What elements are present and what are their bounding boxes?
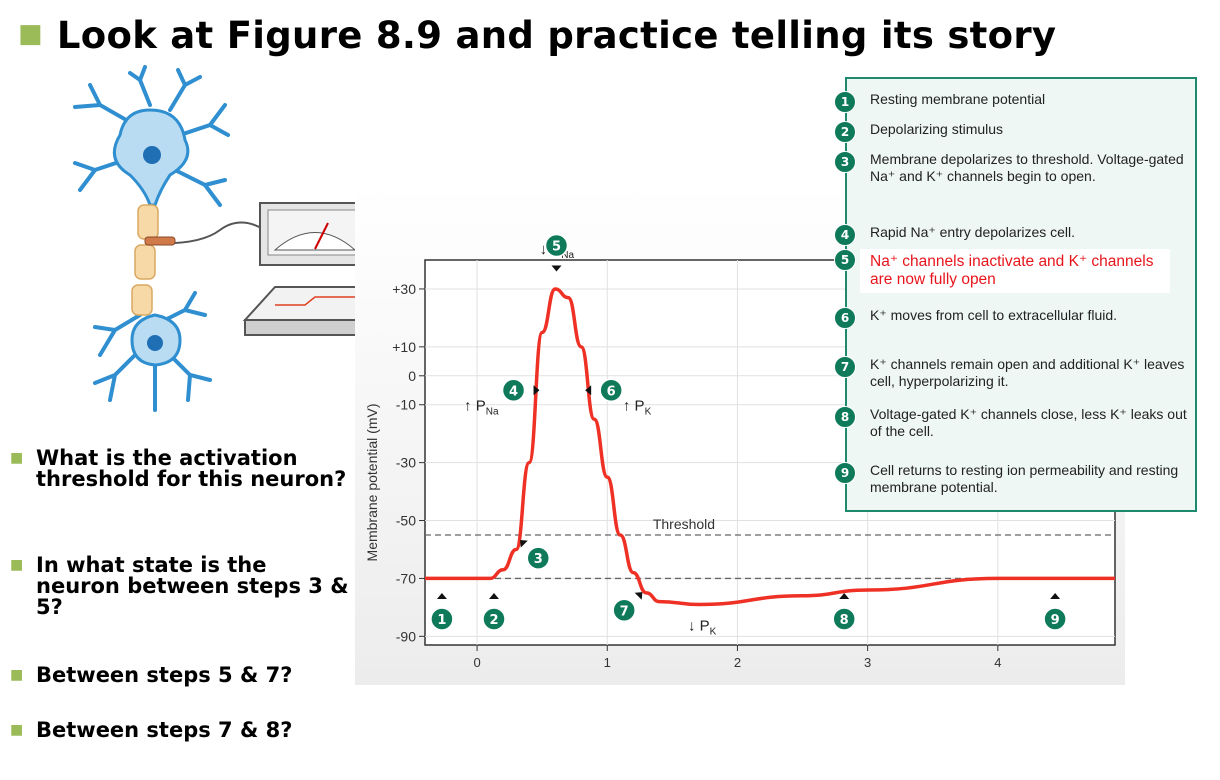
step-marker xyxy=(832,607,856,631)
step-marker xyxy=(544,233,569,258)
legend-item-7: 7 K⁺ channels remain open and additional … xyxy=(834,356,1190,390)
step-marker-label: 4 xyxy=(509,384,518,399)
voltmeter-icon xyxy=(259,202,371,266)
legend-item-6: 6 K⁺ moves from cell to extracellular flu… xyxy=(834,307,1190,329)
step-marker xyxy=(430,607,454,631)
step-marker-label: 8 xyxy=(840,613,849,628)
legend-text: K⁺ moves from cell to extracellular flui… xyxy=(870,307,1118,323)
neuron-nucleus xyxy=(143,146,161,164)
step-legend: 1 Resting membrane potential 2 Depolarizing… xyxy=(834,77,1197,512)
legend-item-3: 3 Membrane depolarizes to threshold. Volt… xyxy=(834,151,1190,185)
marker-arrow xyxy=(634,592,643,600)
legend-text: Depolarizing stimulus xyxy=(870,121,1004,137)
marker-arrow xyxy=(551,265,562,272)
y-tick-label: -90 xyxy=(396,628,416,644)
y-tick-label: -30 xyxy=(396,455,416,471)
y-tick-label: -50 xyxy=(396,513,416,529)
marker-arrow xyxy=(533,385,540,396)
permeability-annotation: ↓ PK xyxy=(688,618,717,638)
question-item: ■Between steps 7 & 8? xyxy=(10,718,293,742)
step-marker-label: 2 xyxy=(489,613,498,628)
step-marker xyxy=(1043,607,1067,631)
step-number-badge: 7 xyxy=(834,356,856,378)
question-text: In what state is the neuron between step… xyxy=(36,553,349,619)
question-text: Between steps 5 & 7? xyxy=(36,663,293,687)
action-potential-curve xyxy=(424,287,1115,607)
permeability-annotation: ↑ PK xyxy=(623,398,652,418)
step-marker xyxy=(599,378,623,403)
y-tick-label: +30 xyxy=(392,281,416,297)
x-tick-label: 1 xyxy=(604,655,611,670)
slide-title-text: Look at Figure 8.9 and practice telling … xyxy=(56,14,1057,57)
marker-arrow xyxy=(520,539,528,548)
y-tick-label: -10 xyxy=(396,397,416,413)
permeability-annotation: ↑ PNa xyxy=(464,398,499,418)
question-item: ■Between steps 5 & 7? xyxy=(10,663,293,687)
step-number-badge: 1 xyxy=(834,91,856,113)
electrode-wire xyxy=(154,221,266,245)
marker-arrow xyxy=(436,592,447,599)
legend-item-1: 1 Resting membrane potential xyxy=(834,91,1190,113)
step-number-badge: 9 xyxy=(834,462,856,484)
neuron-illustration xyxy=(73,65,488,412)
marker-arrow xyxy=(1050,592,1061,599)
title-bullet: ■ xyxy=(18,19,43,49)
y-tick-label: -70 xyxy=(396,570,416,586)
marker-arrow xyxy=(839,592,850,599)
slide-title: ■ Look at Figure 8.9 and practice telling… xyxy=(18,14,1056,57)
step-marker xyxy=(612,598,636,623)
legend-text: Membrane depolarizes to threshold. Volta… xyxy=(870,151,1184,184)
y-tick-label: +10 xyxy=(392,339,416,355)
step-number-badge: 3 xyxy=(834,151,856,173)
y-tick-label: 0 xyxy=(408,368,416,384)
step-marker-label: 3 xyxy=(534,552,543,567)
step-marker xyxy=(482,607,506,631)
marker-arrow xyxy=(585,385,592,396)
step-number-badge: 6 xyxy=(834,307,856,329)
x-tick-label: 3 xyxy=(864,655,871,670)
legend-text: K⁺ channels remain open and additional K… xyxy=(870,356,1185,389)
step-number-badge: 8 xyxy=(834,406,856,428)
question-text: Between steps 7 & 8? xyxy=(36,718,293,742)
x-tick-label: 4 xyxy=(994,655,1001,670)
step-marker-label: 7 xyxy=(620,604,629,619)
question-item: ■In what state is the neuron between ste… xyxy=(10,553,349,619)
step-number-badge: 4 xyxy=(834,224,856,246)
legend-text: Na⁺ channels inactivate and K⁺ channels … xyxy=(860,249,1170,293)
step-marker-label: 6 xyxy=(607,384,616,399)
legend-text: Resting membrane potential xyxy=(870,91,1046,107)
legend-item-8: 8 Voltage-gated K⁺ channels close, less K… xyxy=(834,406,1190,440)
y-axis-label: Membrane potential (mV) xyxy=(364,404,380,562)
threshold-label: Threshold xyxy=(653,516,715,532)
marker-arrow xyxy=(489,592,499,599)
step-marker xyxy=(526,546,551,570)
step-number-badge: 5 xyxy=(834,249,856,271)
legend-item-2: 2 Depolarizing stimulus xyxy=(834,121,1190,143)
legend-text: Cell returns to resting ion permeability… xyxy=(870,462,1179,495)
legend-item-4: 4 Rapid Na⁺ entry depolarizes cell. xyxy=(834,224,1190,246)
step-marker xyxy=(501,378,526,403)
step-marker-label: 5 xyxy=(552,240,561,255)
x-tick-label: 0 xyxy=(473,655,480,670)
question-text: What is the activation threshold for thi… xyxy=(36,446,347,491)
legend-text: Voltage-gated K⁺ channels close, less K⁺… xyxy=(870,406,1187,439)
step-marker-label: 1 xyxy=(437,613,446,628)
legend-text: Rapid Na⁺ entry depolarizes cell. xyxy=(870,224,1076,240)
step-marker-label: 9 xyxy=(1051,613,1060,628)
legend-item-9: 9 Cell returns to resting ion permeabilit… xyxy=(834,462,1190,496)
axon-myelin xyxy=(131,204,159,316)
x-tick-label: 2 xyxy=(734,655,741,670)
question-item: ■What is the activation threshold for th… xyxy=(10,448,350,490)
step-number-badge: 2 xyxy=(834,121,856,143)
